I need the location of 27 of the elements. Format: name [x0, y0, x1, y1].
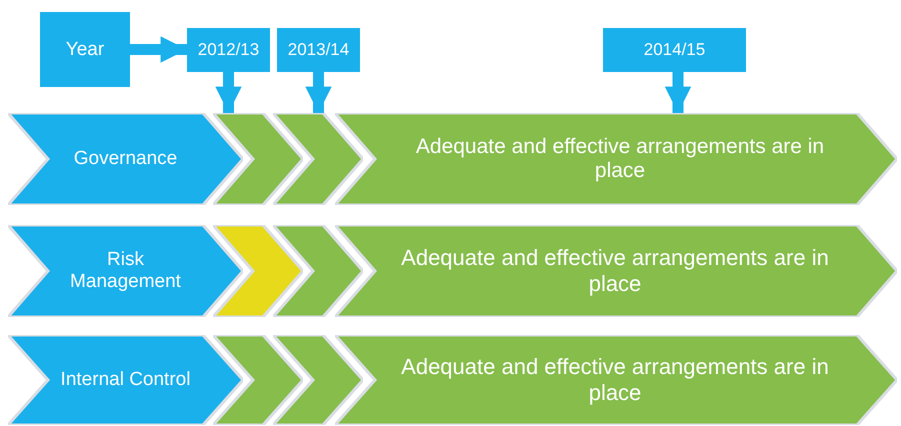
category-text: Risk Management [69, 249, 182, 293]
status-segment [273, 113, 363, 205]
category-text: Governance [74, 148, 178, 170]
status-text: Adequate and effective arrangements are in place [414, 135, 826, 183]
status-segment [213, 335, 303, 425]
year-text: Year [66, 38, 104, 60]
status-segment [213, 225, 303, 317]
year-label-box [603, 28, 746, 72]
arrow [130, 36, 187, 63]
category-band [8, 225, 243, 317]
year-label-box [187, 28, 270, 72]
year-label-box [277, 28, 360, 72]
category-band [8, 113, 243, 205]
arrow [305, 72, 332, 113]
category-band [8, 335, 243, 425]
status-text: Adequate and effective arrangements are in place [400, 245, 830, 297]
year-text: 2014/15 [644, 40, 706, 60]
status-segment [273, 335, 363, 425]
status-segment [273, 225, 363, 317]
year-text: 2013/14 [288, 40, 350, 60]
arrow [664, 72, 692, 113]
status-text: Adequate and effective arrangements are in place [400, 354, 830, 406]
year-label-box [40, 12, 130, 87]
arrow [215, 72, 242, 113]
year-text: 2012/13 [198, 40, 260, 60]
status-segment [213, 113, 303, 205]
category-text: Internal Control [60, 369, 190, 391]
